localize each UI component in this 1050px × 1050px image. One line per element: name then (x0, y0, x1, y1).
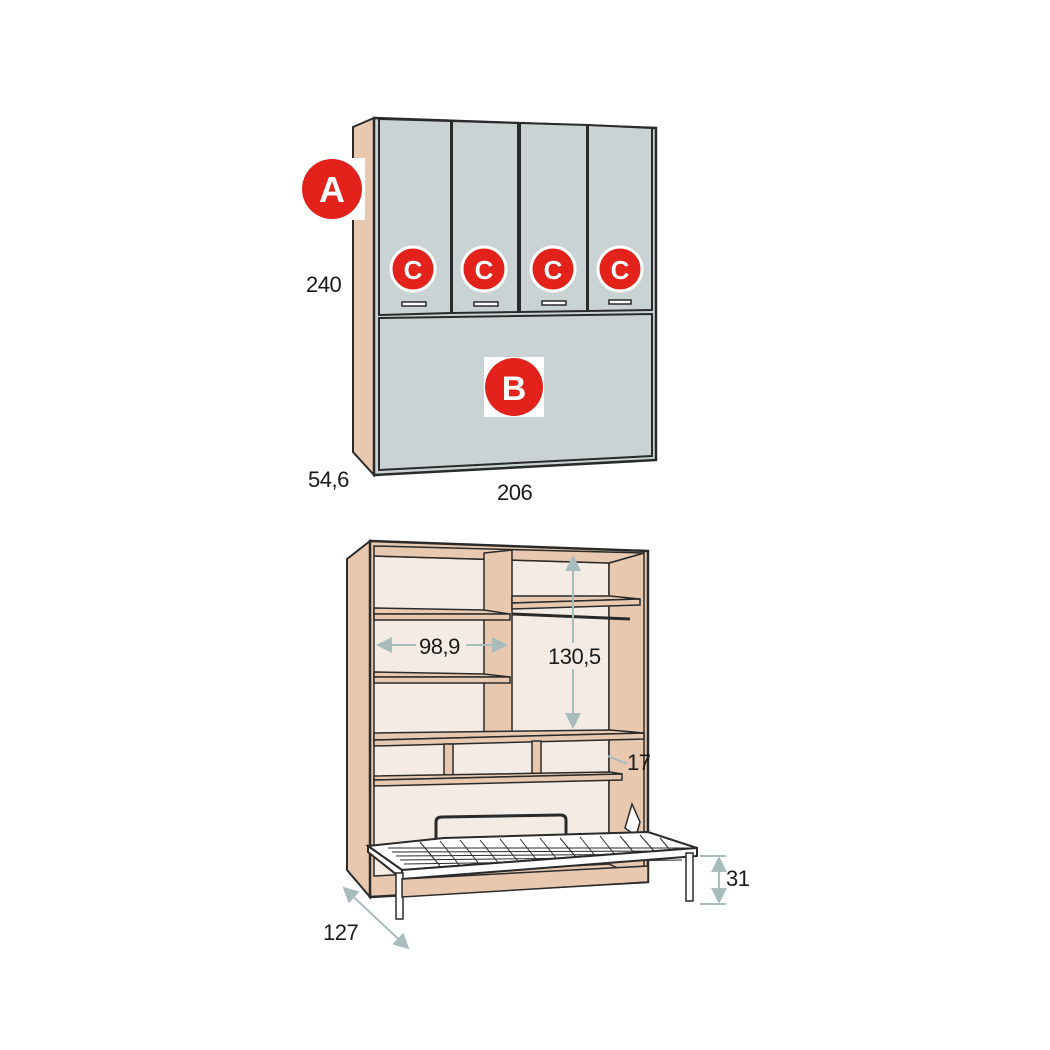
badge-c-group: C C C C (389, 245, 644, 293)
dim-hang-height: 130,5 (548, 644, 601, 669)
left-side-panel (346, 538, 371, 900)
dim-height: 240 (306, 272, 341, 297)
handle-4 (608, 299, 632, 305)
badge-c-3-label: C (544, 255, 563, 285)
badge-c-4: C (596, 245, 644, 293)
dim-bed-height: 31 (726, 866, 750, 891)
badge-c-4-label: C (611, 255, 630, 285)
lower-shelf-front (373, 773, 623, 787)
badge-a-label: A (319, 169, 345, 210)
handle-1 (401, 301, 427, 307)
badge-c-2-label: C (475, 255, 494, 285)
middle-shelf-front (373, 732, 645, 747)
badge-c-2: C (460, 245, 508, 293)
handle-3 (541, 300, 567, 306)
handle-2 (473, 301, 499, 307)
badge-c-1: C (389, 245, 437, 293)
dim-bed-depth: 127 (323, 920, 358, 945)
arrow-shelf-gap (607, 755, 628, 765)
closed-unit (352, 116, 658, 478)
badge-b-label: B (502, 370, 527, 408)
dimension-arrows (342, 555, 727, 950)
headboard-bar (434, 813, 568, 842)
center-divider (483, 549, 513, 737)
left-shelves (373, 607, 511, 684)
shelf-2-front (373, 676, 511, 684)
badge-a: A (302, 158, 365, 220)
shelf-1-front (373, 613, 511, 621)
dim-depth: 54,6 (308, 467, 349, 492)
badge-c-1-label: C (404, 255, 423, 285)
dim-shelf-width: 98,9 (419, 634, 460, 659)
badge-c-3: C (529, 245, 577, 293)
dim-shelf-gap: 17 (627, 750, 651, 775)
bed-leg-right (685, 852, 694, 902)
arrow-bed-depth (342, 886, 410, 950)
badge-b: B (484, 357, 544, 417)
dim-width: 206 (497, 480, 532, 505)
open-unit (346, 538, 698, 920)
